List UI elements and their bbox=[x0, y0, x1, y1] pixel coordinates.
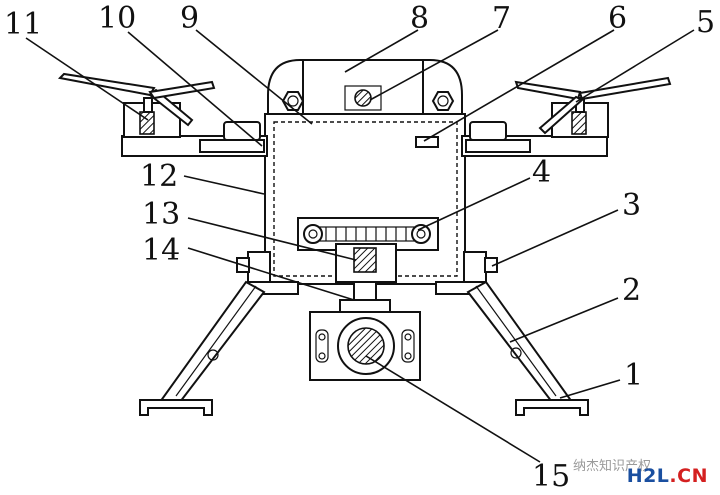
corner-bolt-right bbox=[431, 91, 455, 111]
label-12: 12 bbox=[140, 159, 178, 194]
label-7: 7 bbox=[492, 1, 511, 36]
leader-lines bbox=[25, 29, 695, 463]
label-2: 2 bbox=[622, 273, 641, 308]
watermark-brand-cn: .CN bbox=[669, 465, 708, 487]
label-1: 1 bbox=[624, 358, 643, 393]
label-8: 8 bbox=[410, 1, 429, 36]
label-10: 10 bbox=[98, 1, 136, 36]
main-body bbox=[264, 113, 466, 285]
watermark-text: 纳杰知识产权 bbox=[573, 459, 652, 474]
corner-bolt-left bbox=[281, 91, 305, 111]
left-arm bbox=[121, 121, 268, 157]
left-rotor bbox=[57, 72, 216, 138]
label-13: 13 bbox=[142, 197, 180, 232]
label-3: 3 bbox=[622, 188, 641, 223]
watermark-brand: H2L.CN bbox=[627, 465, 708, 487]
label-15: 15 bbox=[532, 459, 570, 494]
part-labels: 1 2 3 4 5 6 7 8 9 10 11 12 13 14 15 bbox=[4, 1, 715, 494]
label-11: 11 bbox=[4, 7, 42, 42]
label-5: 5 bbox=[696, 5, 715, 40]
top-housing bbox=[267, 59, 463, 119]
right-rotor bbox=[514, 76, 672, 138]
label-4: 4 bbox=[532, 155, 551, 190]
right-arm bbox=[461, 121, 608, 157]
label-6: 6 bbox=[608, 1, 627, 36]
landing-gear-left bbox=[139, 251, 299, 416]
label-9: 9 bbox=[180, 1, 199, 36]
landing-gear-right bbox=[435, 251, 589, 416]
watermark-brand-h2l: H2L bbox=[626, 465, 670, 487]
label-14: 14 bbox=[142, 233, 180, 268]
camera-assembly bbox=[309, 281, 421, 381]
